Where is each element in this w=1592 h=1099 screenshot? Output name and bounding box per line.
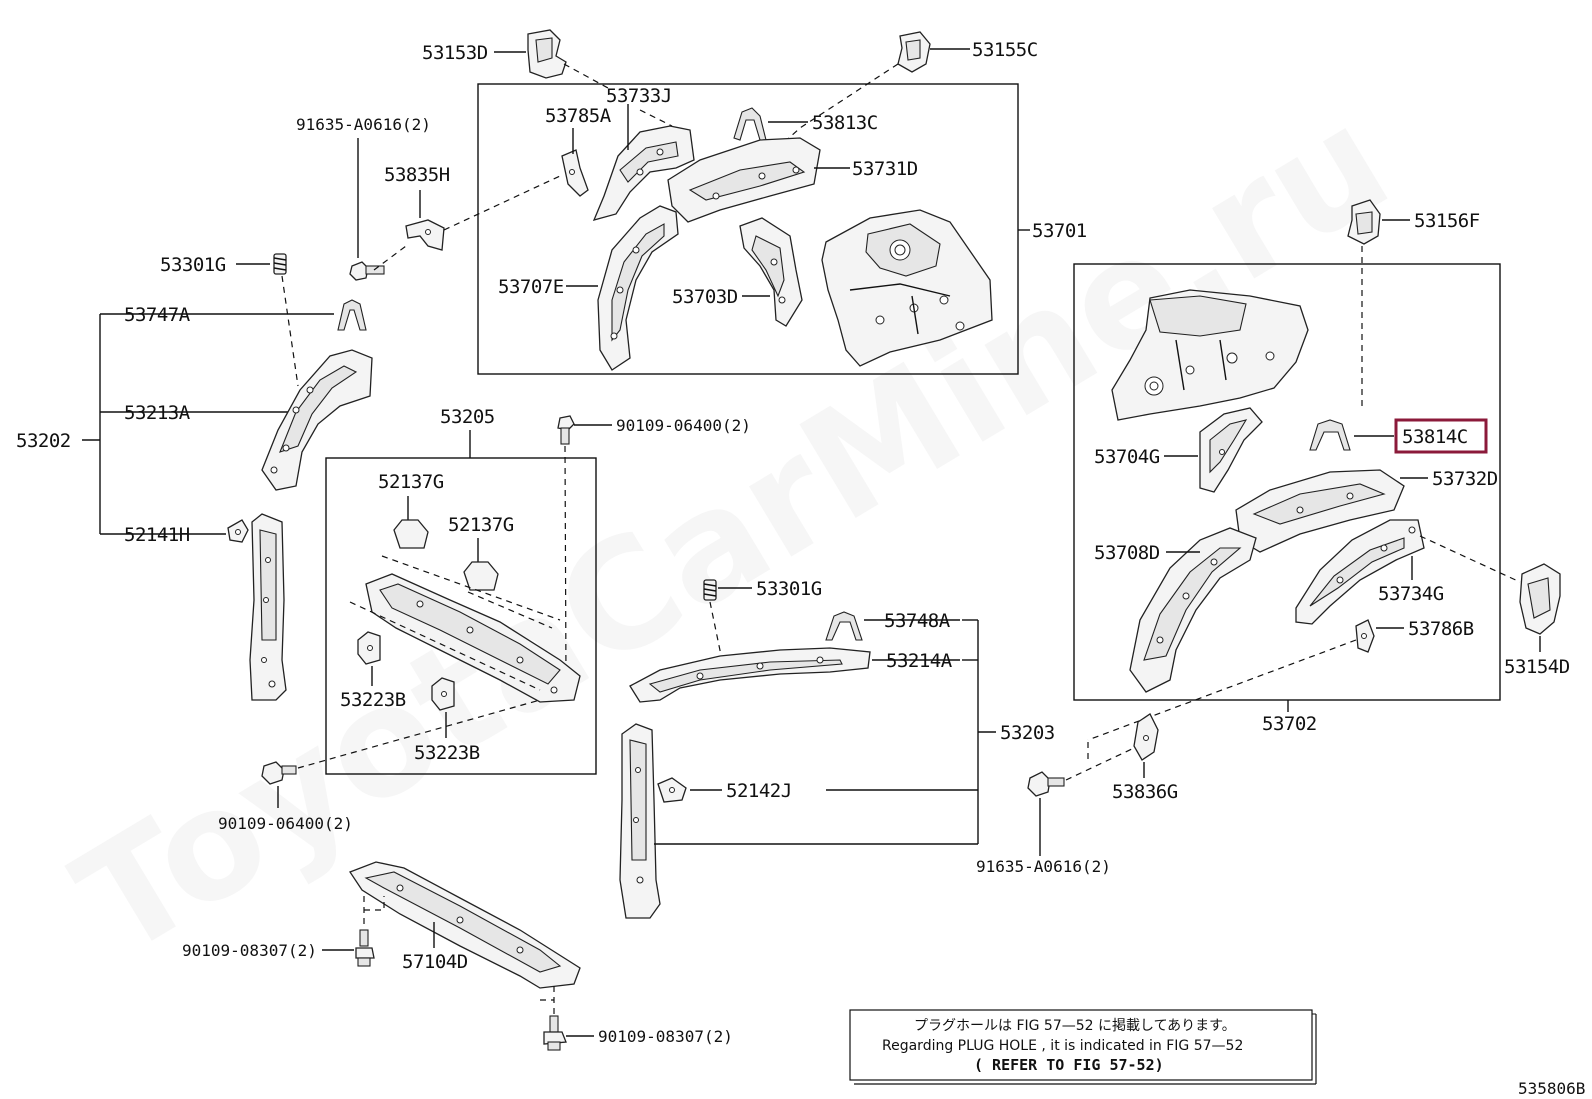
part-label-53707E[interactable]: 53707E [498,276,564,298]
part-pillar-center[interactable] [619,723,661,919]
part-label-53747A[interactable]: 53747A [124,304,191,326]
note-line-jp: プラグホールは FIG 57—52 に掲載してあります。 [914,1018,1236,1034]
part-53301G-left[interactable] [273,253,287,275]
part-53205-crossmember[interactable] [365,573,581,703]
part-label-53156F[interactable]: 53156F [1414,210,1480,232]
part-label-53733J[interactable]: 53733J [606,85,672,107]
figure-code: 535806B [1518,1079,1585,1098]
part-label-53205[interactable]: 53205 [440,406,495,428]
part-label-53704G[interactable]: 53704G [1094,446,1160,468]
part-53156F[interactable] [1347,199,1381,245]
part-53223B-b[interactable] [431,677,455,711]
part-53153D[interactable] [527,29,567,79]
part-53786B[interactable] [1355,619,1375,653]
part-53214A[interactable] [629,647,871,703]
part-label-90109-06400-bottom[interactable]: 90109-06400(2) [218,814,353,833]
part-52142J[interactable] [657,777,687,803]
part-53814C[interactable] [1309,419,1351,451]
part-wheelhouse-inner-lh[interactable] [1111,289,1309,421]
part-label-53732D[interactable]: 53732D [1432,468,1498,490]
part-label-53702[interactable]: 53702 [1262,713,1317,735]
part-53704G[interactable] [1199,407,1263,493]
part-label-53786B[interactable]: 53786B [1408,618,1474,640]
part-53703D[interactable] [739,217,803,327]
part-53734G[interactable] [1295,519,1425,625]
part-label-90109-08307-left[interactable]: 90109-08307(2) [182,941,317,960]
part-label-52137G-a[interactable]: 52137G [378,471,444,493]
part-53732D[interactable] [1235,469,1405,553]
part-53835H[interactable] [405,219,445,251]
part-53155C[interactable] [897,31,931,73]
part-53731D[interactable] [667,137,821,223]
part-label-53835H[interactable]: 53835H [384,164,450,186]
part-53813C[interactable] [733,107,767,141]
part-label-53813C[interactable]: 53813C [812,112,878,134]
part-label-52137G-b[interactable]: 52137G [448,514,514,536]
part-53154D[interactable] [1519,563,1561,635]
part-wheelhouse-inner-rh[interactable] [821,209,993,367]
part-bolt-91635-top[interactable] [349,261,385,281]
part-label-53223B-a[interactable]: 53223B [340,689,406,711]
part-label-53708D[interactable]: 53708D [1094,542,1160,564]
group-box-53702 [1073,263,1501,701]
part-57104D[interactable] [349,861,581,989]
part-52137G-b[interactable] [463,561,499,591]
part-label-53301G-center[interactable]: 53301G [756,578,822,600]
part-label-53153D[interactable]: 53153D [422,42,488,64]
part-53223B-a[interactable] [357,631,381,665]
part-label-53748A[interactable]: 53748A [884,610,951,632]
part-label-53301G-left[interactable]: 53301G [160,254,226,276]
part-53836G[interactable] [1133,713,1159,761]
note-line-en: Regarding PLUG HOLE , it is indicated in… [882,1038,1243,1054]
note-line-refer: ( REFER TO FIG 57-52) [974,1056,1164,1074]
part-label-53213A[interactable]: 53213A [124,402,191,424]
part-bolt-90109-06400-bottom[interactable] [261,761,297,785]
part-label-53202[interactable]: 53202 [16,430,71,452]
part-53733J[interactable] [592,125,695,221]
part-label-53214A[interactable]: 53214A [886,650,953,672]
part-bolt-91635-bottom[interactable] [1027,771,1065,797]
part-label-90109-08307-right[interactable]: 90109-08307(2) [598,1027,733,1046]
part-52137G-a[interactable] [393,519,429,549]
part-label-53703D[interactable]: 53703D [672,286,738,308]
group-box-53205 [325,457,597,775]
part-label-53155C[interactable]: 53155C [972,39,1038,61]
part-53708D[interactable] [1129,527,1257,693]
part-53301G-center[interactable] [703,579,717,601]
part-label-53836G[interactable]: 53836G [1112,781,1178,803]
part-label-91635-A0616-top[interactable]: 91635-A0616(2) [296,115,431,134]
part-bolt-90109-06400-top[interactable] [557,415,575,445]
part-label-53223B-b[interactable]: 53223B [414,742,480,764]
part-pillar-left[interactable] [249,513,287,701]
part-label-53701[interactable]: 53701 [1032,220,1087,242]
part-label-52142J[interactable]: 52142J [726,780,792,802]
part-label-53734G[interactable]: 53734G [1378,583,1444,605]
part-53748A[interactable] [825,611,863,641]
part-label-53203[interactable]: 53203 [1000,722,1055,744]
note-box: プラグホールは FIG 57—52 に掲載してあります。 Regarding P… [849,1009,1317,1085]
part-label-53814C[interactable]: 53814C [1402,426,1468,448]
part-53707E[interactable] [597,205,679,371]
part-label-52141H[interactable]: 52141H [124,524,190,546]
part-label-53731D[interactable]: 53731D [852,158,918,180]
part-bolt-90109-08307-left[interactable] [355,929,375,967]
part-bolt-90109-08307-right[interactable] [543,1015,567,1051]
highlight-53814C [1394,418,1488,454]
part-label-91635-A0616-bottom[interactable]: 91635-A0616(2) [976,857,1111,876]
part-label-90109-06400-top[interactable]: 90109-06400(2) [616,416,751,435]
part-52141H[interactable] [227,519,249,543]
part-53747A[interactable] [337,299,367,331]
part-label-53785A[interactable]: 53785A [545,105,612,127]
group-box-53701 [477,83,1019,375]
part-53213A[interactable] [261,349,373,491]
part-label-53154D[interactable]: 53154D [1504,656,1570,678]
part-53785A[interactable] [561,149,589,197]
part-label-57104D[interactable]: 57104D [402,951,468,973]
